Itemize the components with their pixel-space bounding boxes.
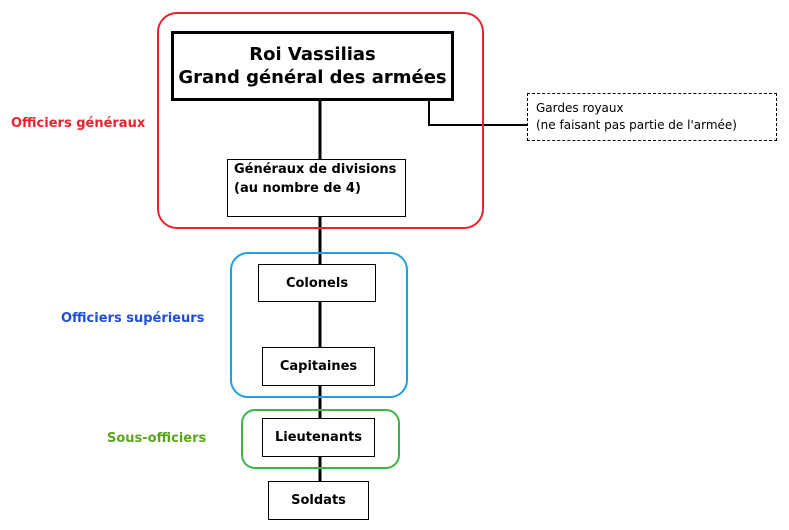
king-name: Roi Vassilias	[249, 44, 376, 65]
division-generals-box: Généraux de divisions (au nombre de 4)	[227, 159, 406, 217]
division-generals-title: Généraux de divisions	[234, 162, 397, 177]
group-label-nco: Sous-officiers	[107, 431, 207, 446]
lieutenants-box: Lieutenants	[262, 418, 375, 457]
group-frame-senior-officers	[230, 252, 408, 398]
king-box: Roi Vassilias Grand général des armées	[171, 31, 454, 101]
royal-guards-title: Gardes royaux	[536, 101, 624, 115]
group-label-general-officers: Officiers généraux	[11, 116, 146, 131]
soldiers-box: Soldats	[268, 481, 369, 520]
king-title: Grand général des armées	[178, 67, 447, 88]
royal-guards-note: (ne faisant pas partie de l'armée)	[536, 118, 737, 132]
captains-box: Capitaines	[262, 347, 375, 386]
connector-guards	[428, 101, 527, 126]
royal-guards-box: Gardes royaux (ne faisant pas partie de …	[527, 93, 777, 141]
division-generals-count: (au nombre de 4)	[234, 181, 361, 196]
colonels-box: Colonels	[258, 264, 376, 302]
group-frame-general-officers	[157, 12, 484, 229]
group-label-senior-officers: Officiers supérieurs	[61, 311, 205, 326]
group-frame-nco	[241, 409, 400, 469]
